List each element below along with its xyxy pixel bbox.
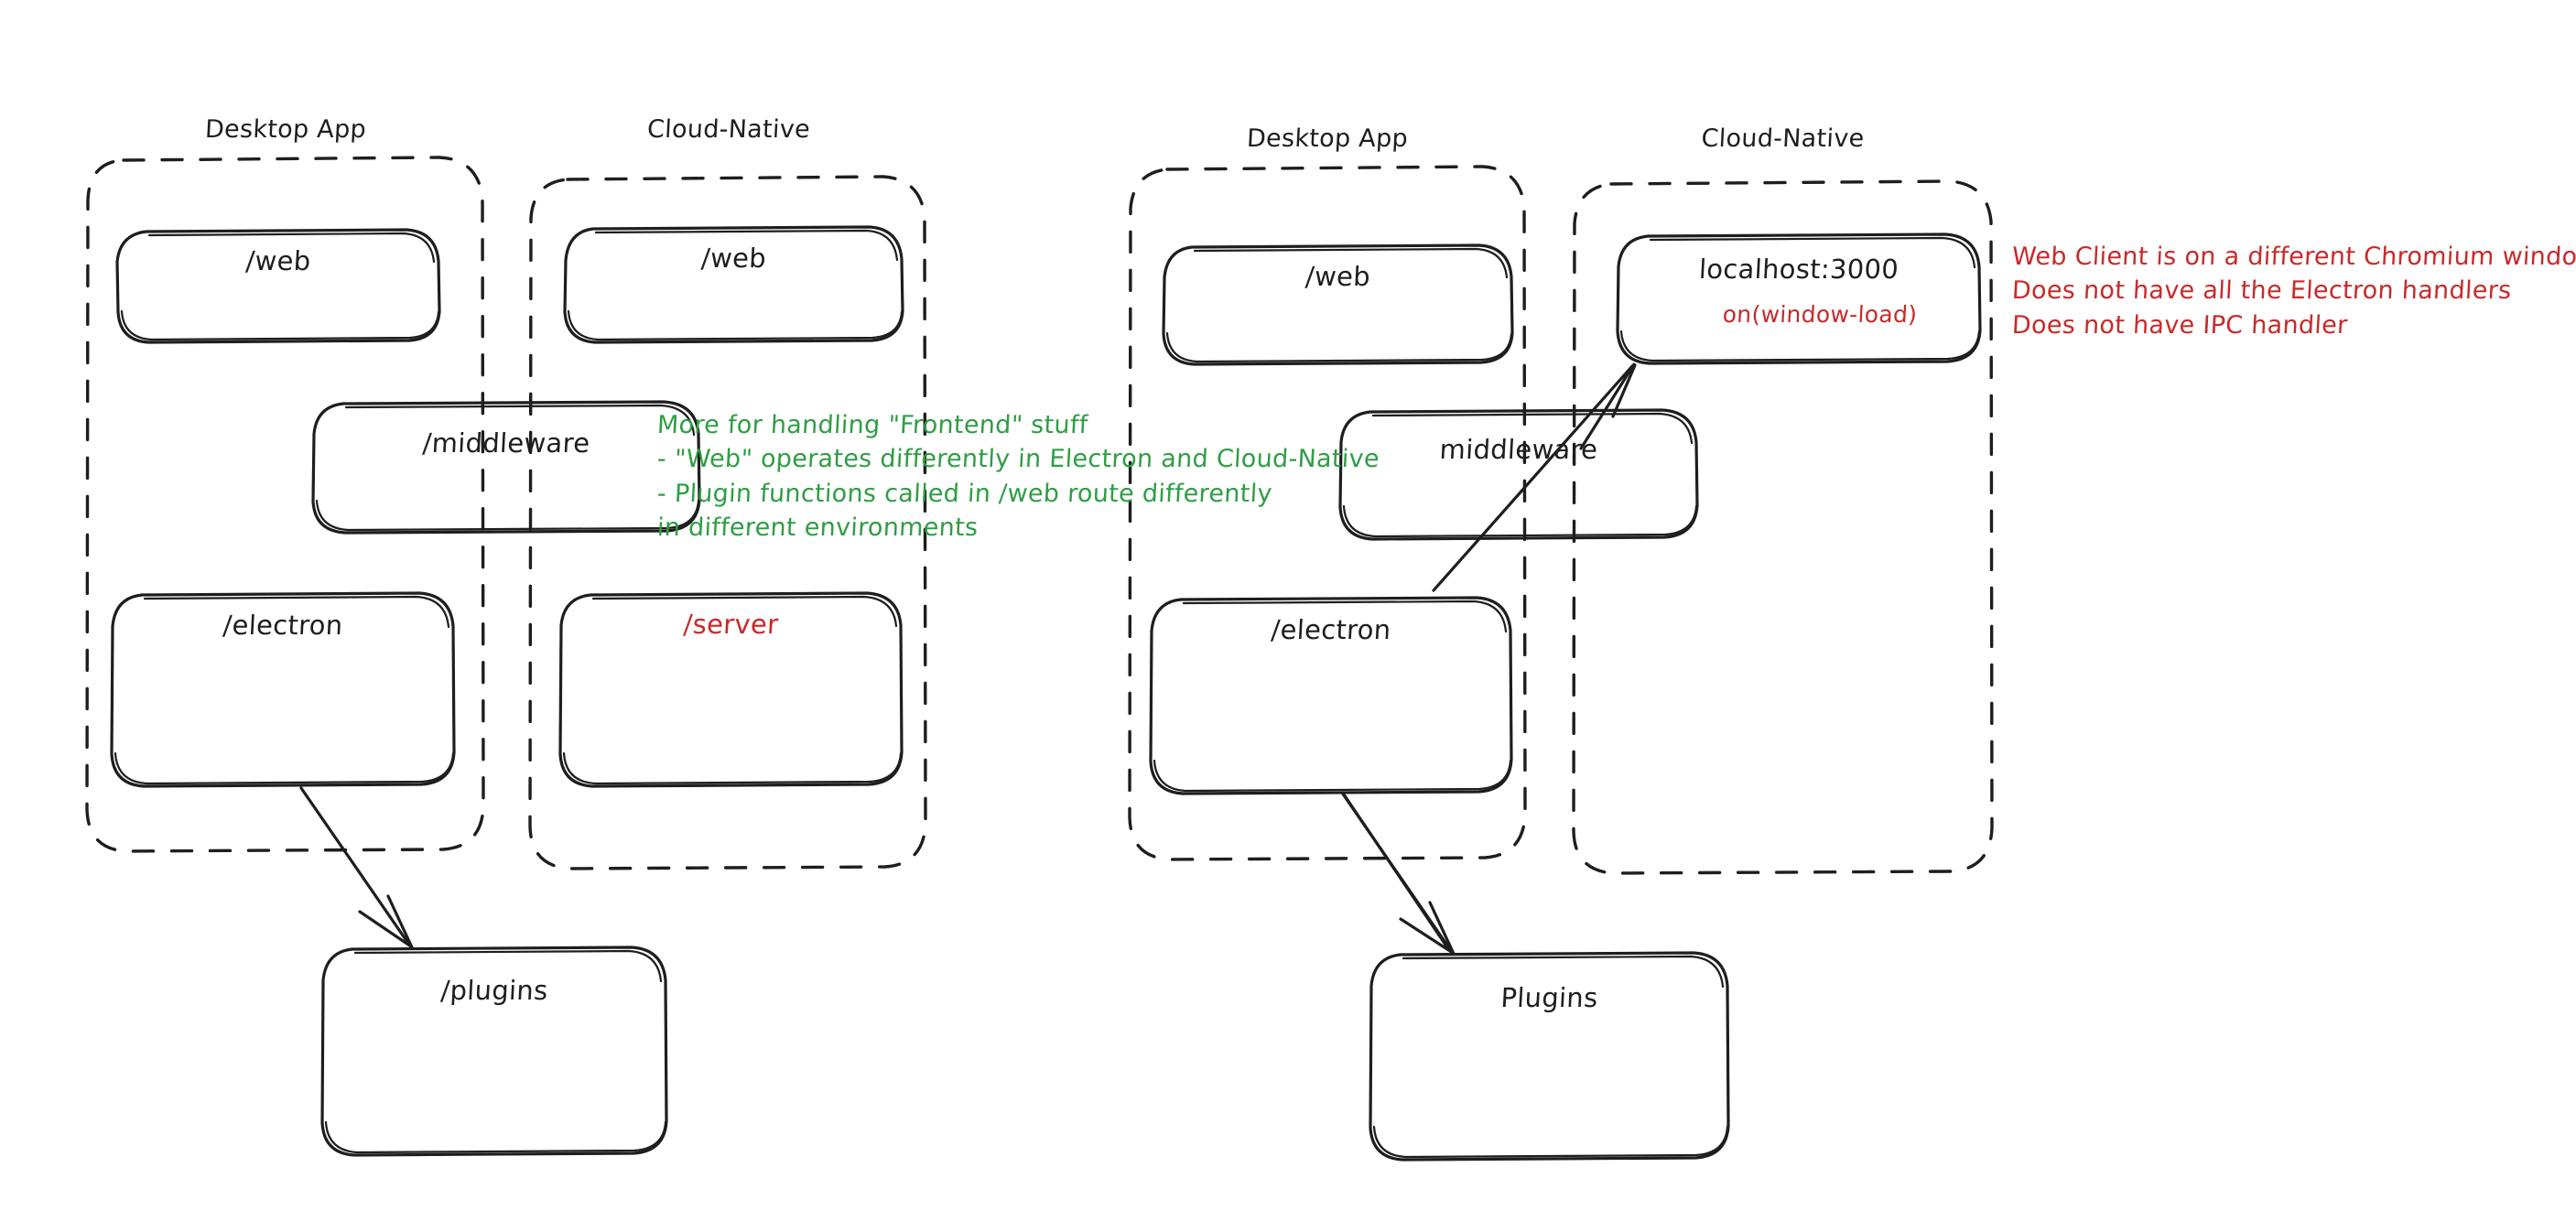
annotation-red-line-2: Does not have all the Electron handlers <box>2011 276 2513 306</box>
node-label-right-plugins: Plugins <box>1499 982 1599 1013</box>
node-label-left-cloud-web: /web <box>700 243 767 274</box>
annotation-red-line-1: Web Client is on a different Chromium wi… <box>2011 243 2576 271</box>
group-label-left-desktop-app: Desktop App <box>204 115 367 144</box>
node-label-right-electron: /electron <box>1270 614 1392 645</box>
annotation-green-line-4: in different environments <box>656 513 980 542</box>
group-outline-right-cloud-native[interactable] <box>1572 179 1994 875</box>
node-shape-left-electron[interactable] <box>110 591 456 788</box>
node-shape-right-localhost[interactable] <box>1616 232 1982 365</box>
annotation-green-line-1: More for handling "Frontend" stuff <box>656 411 1089 439</box>
connector-right-electron-to-localhost[interactable] <box>1432 362 1637 592</box>
node-shape-left-server[interactable] <box>558 591 904 788</box>
node-label-left-middleware: /middleware <box>421 427 591 459</box>
node-label-right-desktop-web: /web <box>1304 261 1371 292</box>
node-shape-left-desktop-web[interactable] <box>115 228 441 344</box>
connector-left-electron-to-plugins[interactable] <box>299 786 414 949</box>
group-outline-right-desktop-app[interactable] <box>1128 165 1527 861</box>
node-shape-right-electron[interactable] <box>1149 596 1513 795</box>
annotation-green-line-3: - Plugin functions called in /web route … <box>656 479 1273 508</box>
node-shape-right-desktop-web[interactable] <box>1162 243 1514 366</box>
annotation-red-line-3: Does not have IPC handler <box>2011 310 2349 340</box>
annotation-green-left: More for handling "Frontend" stuff - "We… <box>656 408 1380 545</box>
group-label-left-cloud-native: Cloud-Native <box>646 115 811 144</box>
node-shape-left-plugins[interactable] <box>320 946 668 1157</box>
node-shape-left-cloud-web[interactable] <box>563 225 904 344</box>
connector-right-electron-to-plugins[interactable] <box>1340 791 1456 956</box>
node-label-left-electron: /electron <box>222 610 344 641</box>
group-label-right-desktop-app: Desktop App <box>1246 124 1409 153</box>
node-label-left-plugins: /plugins <box>439 975 549 1006</box>
node-label-right-middleware: middleware <box>1438 434 1599 465</box>
node-sublabel-right-localhost: on(window-load) <box>1722 301 1918 328</box>
node-shape-left-middleware[interactable] <box>311 400 701 535</box>
group-outline-left-desktop-app[interactable] <box>85 156 485 853</box>
node-shape-right-middleware[interactable] <box>1338 408 1699 541</box>
annotation-red-right: Web Client is on a different Chromium wi… <box>2011 240 2576 342</box>
group-outline-left-cloud-native[interactable] <box>528 175 927 870</box>
node-shape-right-plugins[interactable] <box>1369 951 1730 1162</box>
node-label-right-localhost: localhost:3000 <box>1698 254 1900 285</box>
annotation-green-line-2: - "Web" operates differently in Electron… <box>656 445 1380 474</box>
node-label-left-server: /server <box>682 609 780 640</box>
group-label-right-cloud-native: Cloud-Native <box>1700 124 1866 153</box>
node-label-left-desktop-web: /web <box>244 245 312 276</box>
